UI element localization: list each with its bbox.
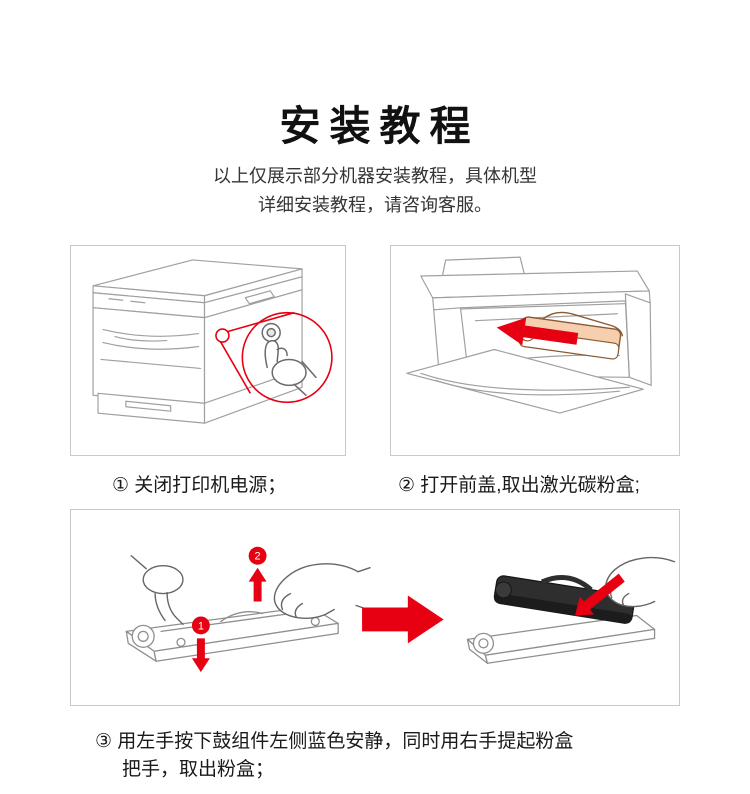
printer-power-illustration: [92, 259, 333, 424]
remove-direction-arrow: [496, 317, 579, 346]
drum-toner-separation-illustration: 2 1: [125, 546, 676, 673]
step1-figure: [70, 245, 346, 456]
insert-direction-arrow: [574, 573, 625, 616]
left-hand-press-icon: [130, 555, 184, 626]
power-button-marker: [215, 328, 230, 343]
arrow-down: [191, 638, 210, 673]
step3-caption-line1: ③ 用左手按下鼓组件左侧蓝色安静，同时用右手提起粉盒: [95, 731, 574, 752]
printer-open-cover-illustration: [406, 256, 652, 414]
step2-caption: ② 打开前盖,取出激光碳粉盒;: [398, 475, 640, 496]
magnifier-circle: [241, 311, 333, 404]
arrow-up: [248, 567, 267, 602]
badge-1: [191, 616, 210, 635]
step3-caption-line2: 把手，取出粉盒；: [122, 759, 275, 780]
page-title: 安装教程: [279, 103, 480, 149]
hand-press-icon: [261, 322, 317, 397]
subtitle-line2: 详细安装教程，请咨询客服。: [258, 195, 492, 215]
badge-2-label: 2: [255, 551, 261, 563]
step2-figure: [390, 245, 680, 456]
step3-figure: 2 1: [70, 509, 680, 706]
lifting-hand-icon: [605, 556, 676, 608]
badge-2: [248, 546, 267, 565]
badge-1-label: 1: [198, 620, 204, 632]
right-hand-hold-icon: [273, 563, 371, 619]
black-toner-cartridge: [493, 574, 635, 624]
step1-caption: ① 关闭打印机电源；: [112, 475, 287, 496]
drum-unit-right: [466, 614, 656, 664]
subtitle-line1: 以上仅展示部分机器安装教程，具体机型: [213, 166, 537, 186]
printer-line-art: [406, 256, 652, 414]
power-callout: [215, 311, 333, 404]
next-step-arrow: [362, 595, 444, 644]
action-annotations: 2 1: [191, 546, 267, 673]
